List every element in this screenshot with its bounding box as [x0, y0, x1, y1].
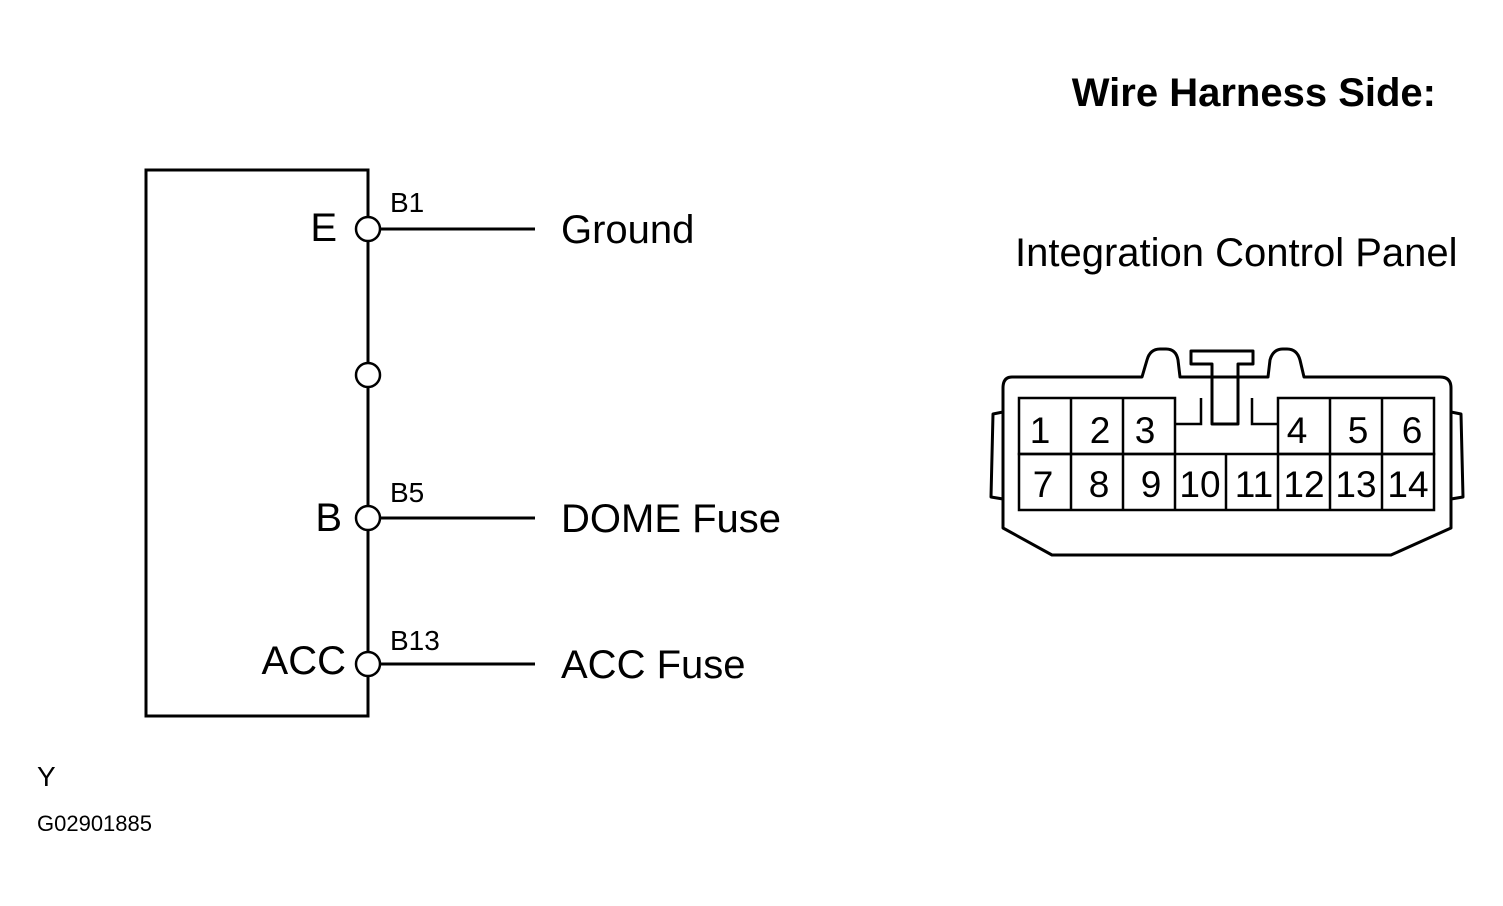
connector-cavities — [1017, 396, 1436, 512]
terminal-circle-middle — [354, 361, 382, 389]
pin-2: 2 — [1090, 410, 1111, 451]
terminal-circle-e — [354, 215, 382, 243]
connector-name: Integration Control Panel — [1015, 231, 1458, 275]
terminal-label-acc: ACC — [262, 639, 346, 683]
pin-label-b1: B1 — [390, 187, 424, 218]
pin-13: 13 — [1335, 464, 1376, 505]
terminal-label-b: B — [315, 496, 342, 540]
pin-label-b5: B5 — [390, 477, 424, 508]
figure-code: G02901885 — [37, 811, 152, 836]
terminal-circle-b — [354, 504, 382, 532]
component-box — [144, 168, 370, 718]
pin-8: 8 — [1089, 464, 1110, 505]
pin-12: 12 — [1283, 464, 1324, 505]
diagram-title: Wire Harness Side: — [1072, 71, 1436, 115]
pin-9: 9 — [1141, 464, 1162, 505]
pin-5: 5 — [1348, 410, 1369, 451]
pin-1: 1 — [1030, 410, 1051, 451]
pin-10: 10 — [1179, 464, 1220, 505]
terminal-label-e: E — [310, 206, 337, 250]
pin-14: 14 — [1387, 464, 1428, 505]
pin-label-b13: B13 — [390, 625, 440, 656]
destination-dome-fuse: DOME Fuse — [561, 497, 781, 541]
pin-3: 3 — [1135, 410, 1156, 451]
footer-mark: Y — [37, 761, 56, 792]
connector-outline — [989, 347, 1465, 557]
destination-ground: Ground — [561, 208, 694, 252]
terminal-circle-acc — [354, 650, 382, 678]
destination-acc-fuse: ACC Fuse — [561, 643, 746, 687]
pin-6: 6 — [1402, 410, 1423, 451]
pin-11: 11 — [1235, 464, 1273, 505]
pin-4: 4 — [1287, 410, 1308, 451]
pin-7: 7 — [1033, 464, 1054, 505]
